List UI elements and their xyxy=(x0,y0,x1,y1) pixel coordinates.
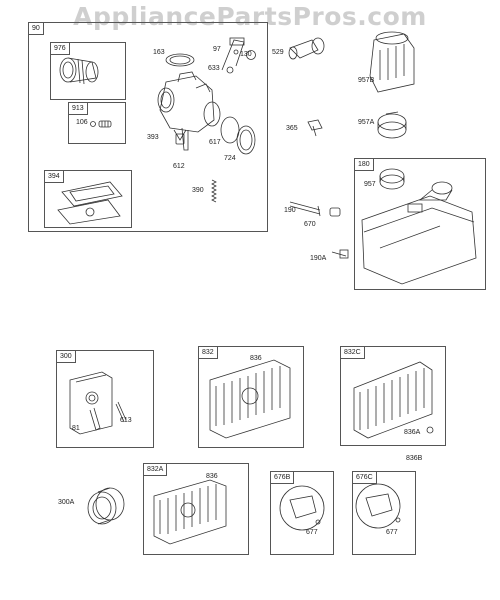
group-300-box: 300 xyxy=(56,350,154,448)
gasket-kit-394-drawing xyxy=(57,181,123,225)
watermark: AppliancePartsPros.com xyxy=(73,2,427,31)
group-300-tag: 300 xyxy=(57,351,76,363)
group-913-box: 913 xyxy=(68,102,126,144)
bolt-190-drawing xyxy=(289,201,321,217)
elbow-529-drawing xyxy=(288,37,325,60)
part-label-300A: 300A xyxy=(58,499,75,506)
part-label-677-left: 677 xyxy=(306,529,318,536)
part-label-957A: 957A xyxy=(358,119,375,126)
part-label-365: 365 xyxy=(286,125,298,132)
choke-shaft-97-drawing xyxy=(221,37,245,71)
bolt-190A-drawing xyxy=(331,249,349,259)
part-label-130: 130 xyxy=(240,51,252,58)
group-676B-box: 676B xyxy=(270,471,334,555)
part-label-613: 613 xyxy=(120,417,132,424)
spacer-670-drawing xyxy=(329,207,341,217)
part-label-670: 670 xyxy=(304,221,316,228)
group-832-box: 832 xyxy=(198,346,304,448)
group-976-box: 976 xyxy=(50,42,126,100)
part-label-390: 390 xyxy=(192,187,204,194)
part-label-81: 81 xyxy=(72,425,80,432)
bushing-913-drawing xyxy=(90,120,112,128)
part-label-190: 190 xyxy=(284,207,296,214)
boot-976-drawing xyxy=(59,57,99,85)
group-676C-tag: 676C xyxy=(353,472,377,484)
group-676C-box: 676C xyxy=(352,471,416,555)
seal-633-drawing xyxy=(226,66,234,74)
group-394-tag: 394 xyxy=(45,171,64,183)
screw-365-drawing xyxy=(307,119,323,137)
part-label-957: 957 xyxy=(364,181,376,188)
deflector-676C-drawing xyxy=(355,483,401,529)
fuel-cap-957A-drawing xyxy=(377,111,407,139)
group-180-box: 180 xyxy=(354,158,486,290)
part-label-612: 612 xyxy=(173,163,185,170)
group-832-tag: 832 xyxy=(199,347,218,359)
part-label-836-upper: 836 xyxy=(250,355,262,362)
group-180-tag: 180 xyxy=(355,159,374,171)
part-label-97: 97 xyxy=(213,46,221,53)
air-cleaner-300-drawing xyxy=(69,371,127,435)
spring-390-drawing xyxy=(211,179,217,203)
group-832A-box: 832A xyxy=(143,463,249,555)
part-label-836A: 836A xyxy=(404,429,421,436)
group-832A-tag: 832A xyxy=(144,464,168,476)
group-90-box: 90 xyxy=(28,22,268,232)
part-label-836B: 836B xyxy=(406,455,423,462)
part-label-617: 617 xyxy=(209,139,221,146)
group-976-tag: 976 xyxy=(51,43,70,55)
ring-724-drawing xyxy=(236,125,256,155)
o-ring-617-drawing xyxy=(220,116,240,144)
group-832C-tag: 832C xyxy=(341,347,365,359)
group-394-box: 394 xyxy=(44,170,132,228)
carburetor-drawing xyxy=(157,53,221,151)
part-label-393: 393 xyxy=(147,134,159,141)
part-label-633: 633 xyxy=(208,65,220,72)
part-label-106: 106 xyxy=(76,119,88,126)
part-label-529: 529 xyxy=(272,49,284,56)
fuel-tank-drawing xyxy=(361,168,477,285)
muffler-guard-832C-drawing xyxy=(353,361,434,439)
part-label-836-lower: 836 xyxy=(206,473,218,480)
part-label-677-right: 677 xyxy=(386,529,398,536)
part-label-724: 724 xyxy=(224,155,236,162)
air-filter-300A-drawing xyxy=(87,487,125,525)
deflector-676B-drawing xyxy=(279,485,325,531)
part-label-190A: 190A xyxy=(310,255,327,262)
muffler-guard-832-drawing xyxy=(209,359,291,439)
group-90-tag: 90 xyxy=(29,23,44,35)
muffler-guard-832A-drawing xyxy=(153,479,227,545)
fuel-cap-957B-drawing xyxy=(369,31,415,93)
group-913-tag: 913 xyxy=(69,103,88,115)
group-832C-box: 832C xyxy=(340,346,446,446)
part-label-163: 163 xyxy=(153,49,165,56)
washer-130-drawing xyxy=(246,50,256,60)
group-676B-tag: 676B xyxy=(271,472,295,484)
part-label-957B: 957B xyxy=(358,77,375,84)
